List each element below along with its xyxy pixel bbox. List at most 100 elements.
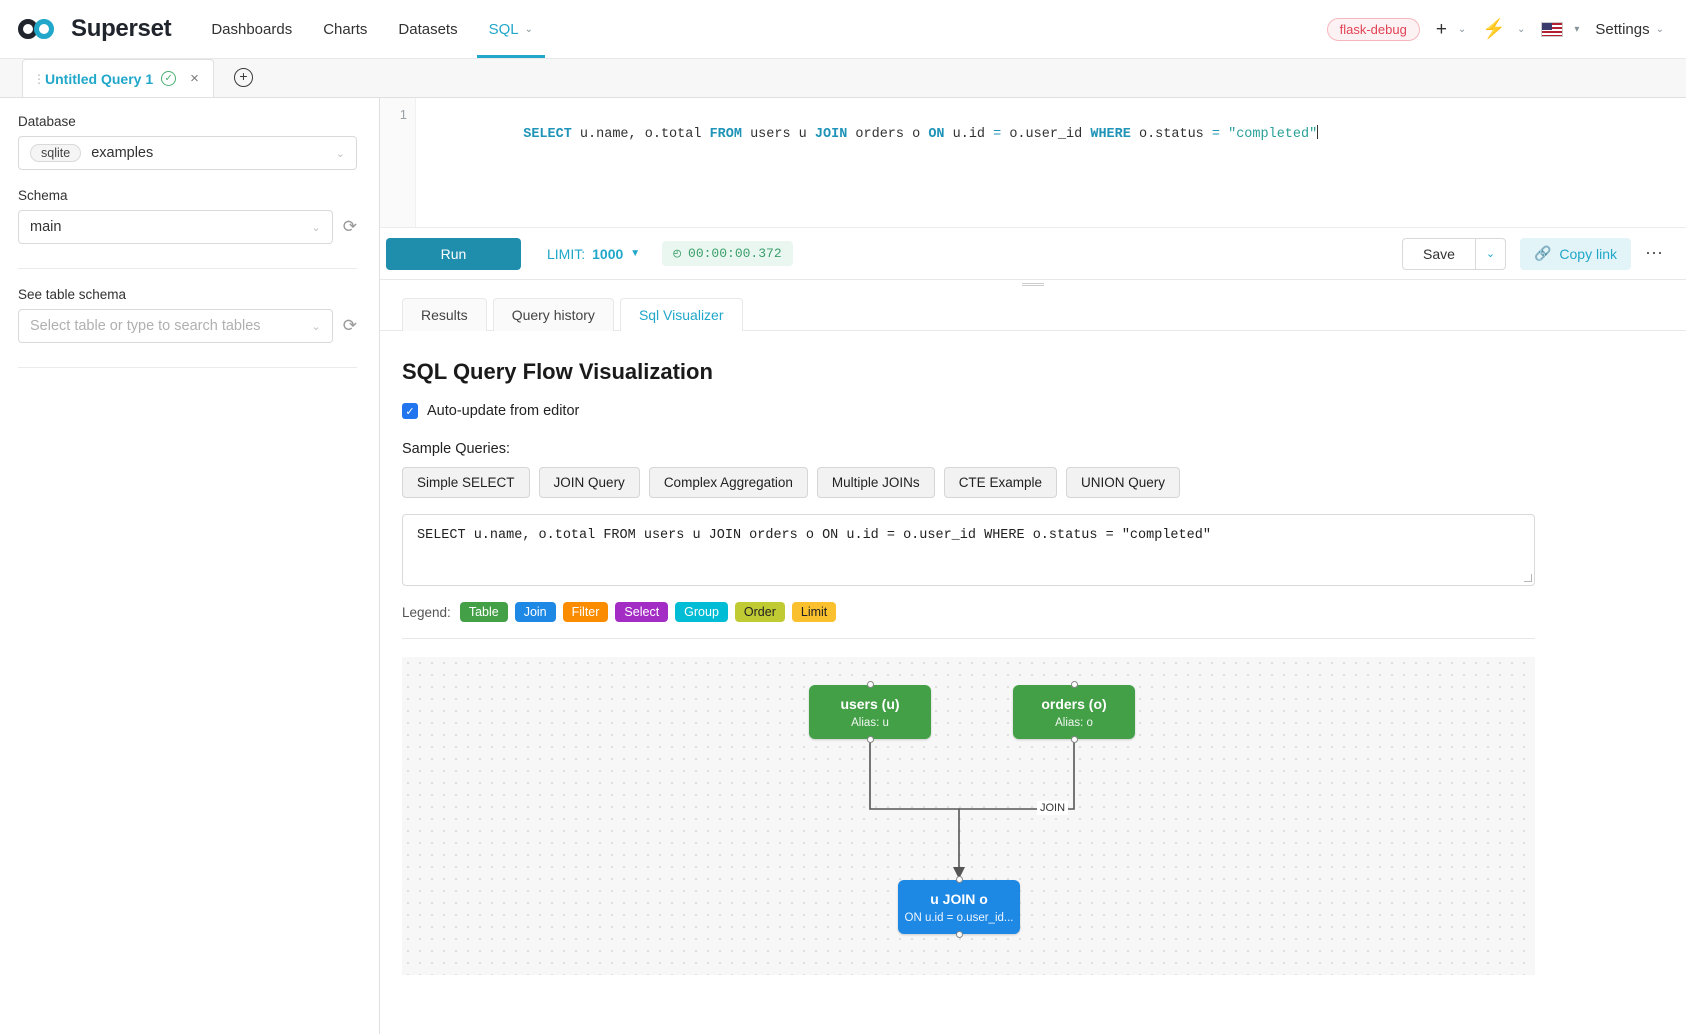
caret-down-icon: ▾ xyxy=(1574,23,1580,35)
result-tabs: Results Query history Sql Visualizer xyxy=(380,289,1686,331)
editor-gutter: 1 xyxy=(380,98,416,227)
flow-node-title: users (u) xyxy=(840,696,900,712)
nav-item-charts[interactable]: Charts xyxy=(323,20,368,38)
legend-chip-join: Join xyxy=(514,602,556,622)
chevron-down-icon: ⌄ xyxy=(1457,23,1467,35)
auto-update-checkbox-row[interactable]: ✓ Auto-update from editor xyxy=(402,403,1664,419)
settings-menu[interactable]: Settings ⌄ xyxy=(1595,21,1664,38)
table-schema-label: See table schema xyxy=(18,287,127,302)
refresh-tables-icon[interactable]: ⟳ xyxy=(342,316,357,335)
legend-chip-select: Select xyxy=(615,602,669,622)
legend-chip-group: Group xyxy=(675,602,728,622)
copy-link-label: Copy link xyxy=(1559,245,1617,262)
sample-btn-cte-example[interactable]: CTE Example xyxy=(943,467,1057,498)
table-select-placeholder: Select table or type to search tables xyxy=(30,318,261,334)
schema-select[interactable]: main ⌄ xyxy=(18,210,333,244)
legend-chip-table: Table xyxy=(459,602,508,622)
legend-chip-filter: Filter xyxy=(562,602,609,622)
run-button[interactable]: Run xyxy=(386,237,521,270)
tab-results[interactable]: Results xyxy=(402,298,487,331)
editor-toolbar: Run LIMIT: 1000 ▼ ◴ 00:00:00.372 Save ⌄ xyxy=(380,228,1686,280)
superset-mark-icon xyxy=(18,16,62,42)
more-options-icon[interactable]: ⋯ xyxy=(1645,243,1664,263)
table-row: Select table or type to search tables ⌄ … xyxy=(18,309,357,343)
node-port-bottom xyxy=(1070,736,1078,743)
legend-chip-limit: Limit xyxy=(791,602,837,622)
new-menu[interactable]: + ⌄ xyxy=(1436,20,1467,39)
legend-divider xyxy=(402,638,1535,639)
right-panel: 1 SELECT u.name, o.total FROM users u JO… xyxy=(380,98,1686,1034)
query-tab-strip: ⋮ Untitled Query 1 ✓ × + xyxy=(0,59,1686,98)
query-tab-untitled-query-1[interactable]: ⋮ Untitled Query 1 ✓ × xyxy=(22,59,214,97)
sample-btn-simple-select[interactable]: Simple SELECT xyxy=(402,467,530,498)
save-button[interactable]: Save xyxy=(1402,237,1476,270)
superset-logo[interactable]: Superset xyxy=(18,15,172,43)
caret-down-icon: ▼ xyxy=(630,248,641,259)
body-split: Database sqlite examples ⌄ Schema main ⌄… xyxy=(0,98,1686,1034)
database-value: examples xyxy=(91,145,154,161)
flow-node-orders[interactable]: orders (o) Alias: o xyxy=(1013,681,1135,743)
save-dropdown-caret-icon[interactable]: ⌄ xyxy=(1475,237,1506,270)
flow-edges xyxy=(869,739,1075,879)
table-select[interactable]: Select table or type to search tables ⌄ xyxy=(18,309,333,343)
top-navbar: Superset Dashboards Charts Datasets SQL … xyxy=(0,0,1686,59)
nav-item-datasets[interactable]: Datasets xyxy=(398,20,458,38)
navbar-right: flask-debug + ⌄ ⚡ ⌄ ▾ Settings ⌄ xyxy=(1326,17,1664,41)
sql-input-textarea[interactable] xyxy=(402,514,1535,586)
flow-node-subtitle: Alias: u xyxy=(851,717,889,729)
link-icon: 🔗 xyxy=(1533,245,1552,261)
schema-label: Schema xyxy=(18,188,68,203)
chevron-down-icon: ⌄ xyxy=(1655,23,1664,35)
bolt-menu[interactable]: ⚡ ⌄ xyxy=(1482,20,1525,39)
limit-dropdown[interactable]: LIMIT: 1000 ▼ xyxy=(547,246,640,262)
database-engine-tag: sqlite xyxy=(30,144,82,162)
tab-query-history[interactable]: Query history xyxy=(492,298,614,331)
sql-visualizer-panel: SQL Query Flow Visualization ✓ Auto-upda… xyxy=(380,331,1686,1034)
chevron-down-icon: ⌄ xyxy=(1516,23,1526,35)
flow-node-join[interactable]: u JOIN o ON u.id = o.user_id... xyxy=(898,876,1020,938)
left-panel: Database sqlite examples ⌄ Schema main ⌄… xyxy=(0,98,380,1034)
limit-value: 1000 xyxy=(592,245,624,262)
chevron-down-icon: ⌄ xyxy=(311,221,321,234)
flow-canvas[interactable]: JOIN users (u) Alias: u orders (o) Alias… xyxy=(402,657,1535,975)
query-timer: ◴ 00:00:00.372 xyxy=(662,241,793,266)
database-label: Database xyxy=(18,114,76,129)
checkbox-checked-icon[interactable]: ✓ xyxy=(402,403,418,419)
primary-nav: Dashboards Charts Datasets SQL ⌄ xyxy=(211,0,546,58)
drag-dots-icon: ⋮ xyxy=(33,71,45,86)
auto-update-label: Auto-update from editor xyxy=(427,403,580,419)
flow-node-users[interactable]: users (u) Alias: u xyxy=(809,681,931,743)
database-select[interactable]: sqlite examples ⌄ xyxy=(18,136,357,170)
save-group: Save ⌄ xyxy=(1402,237,1506,270)
chevron-down-icon: ⌄ xyxy=(524,23,533,35)
sample-btn-complex-aggregation[interactable]: Complex Aggregation xyxy=(648,467,808,498)
add-query-tab-button[interactable]: + xyxy=(233,68,253,87)
query-tab-label: Untitled Query 1 xyxy=(45,70,154,87)
edge-label-join: JOIN xyxy=(1037,801,1069,815)
toolbar-right: Save ⌄ 🔗 Copy link ⋯ xyxy=(1402,237,1664,270)
refresh-schema-icon[interactable]: ⟳ xyxy=(342,217,357,236)
editor-code-area[interactable]: SELECT u.name, o.total FROM users u JOIN… xyxy=(416,98,1686,227)
sample-btn-multiple-joins[interactable]: Multiple JOINs xyxy=(816,467,935,498)
flask-debug-badge: flask-debug xyxy=(1326,17,1420,41)
brand-text: Superset xyxy=(71,15,172,42)
bolt-icon: ⚡ xyxy=(1482,18,1506,40)
sql-editor-wrap: 1 SELECT u.name, o.total FROM users u JO… xyxy=(380,98,1686,289)
left-panel-divider-2 xyxy=(18,367,357,368)
tab-sql-visualizer[interactable]: Sql Visualizer xyxy=(619,298,743,331)
sql-textarea-wrap xyxy=(402,514,1535,586)
sample-btn-join-query[interactable]: JOIN Query xyxy=(538,467,640,498)
node-port-top xyxy=(955,876,963,883)
close-icon[interactable]: × xyxy=(190,70,199,87)
copy-link-button[interactable]: 🔗 Copy link xyxy=(1519,237,1631,270)
nav-item-dashboards[interactable]: Dashboards xyxy=(211,20,293,38)
nav-item-sql[interactable]: SQL ⌄ xyxy=(476,0,546,58)
page-title: SQL Query Flow Visualization xyxy=(402,359,713,384)
sql-editor[interactable]: 1 SELECT u.name, o.total FROM users u JO… xyxy=(380,98,1686,228)
sample-btn-union-query[interactable]: UNION Query xyxy=(1065,467,1180,498)
us-flag-icon xyxy=(1541,21,1564,37)
flow-node-title: orders (o) xyxy=(1041,696,1107,712)
plus-icon: + xyxy=(1435,18,1447,40)
panel-resize-handle[interactable] xyxy=(380,280,1686,289)
language-menu[interactable]: ▾ xyxy=(1541,21,1580,37)
